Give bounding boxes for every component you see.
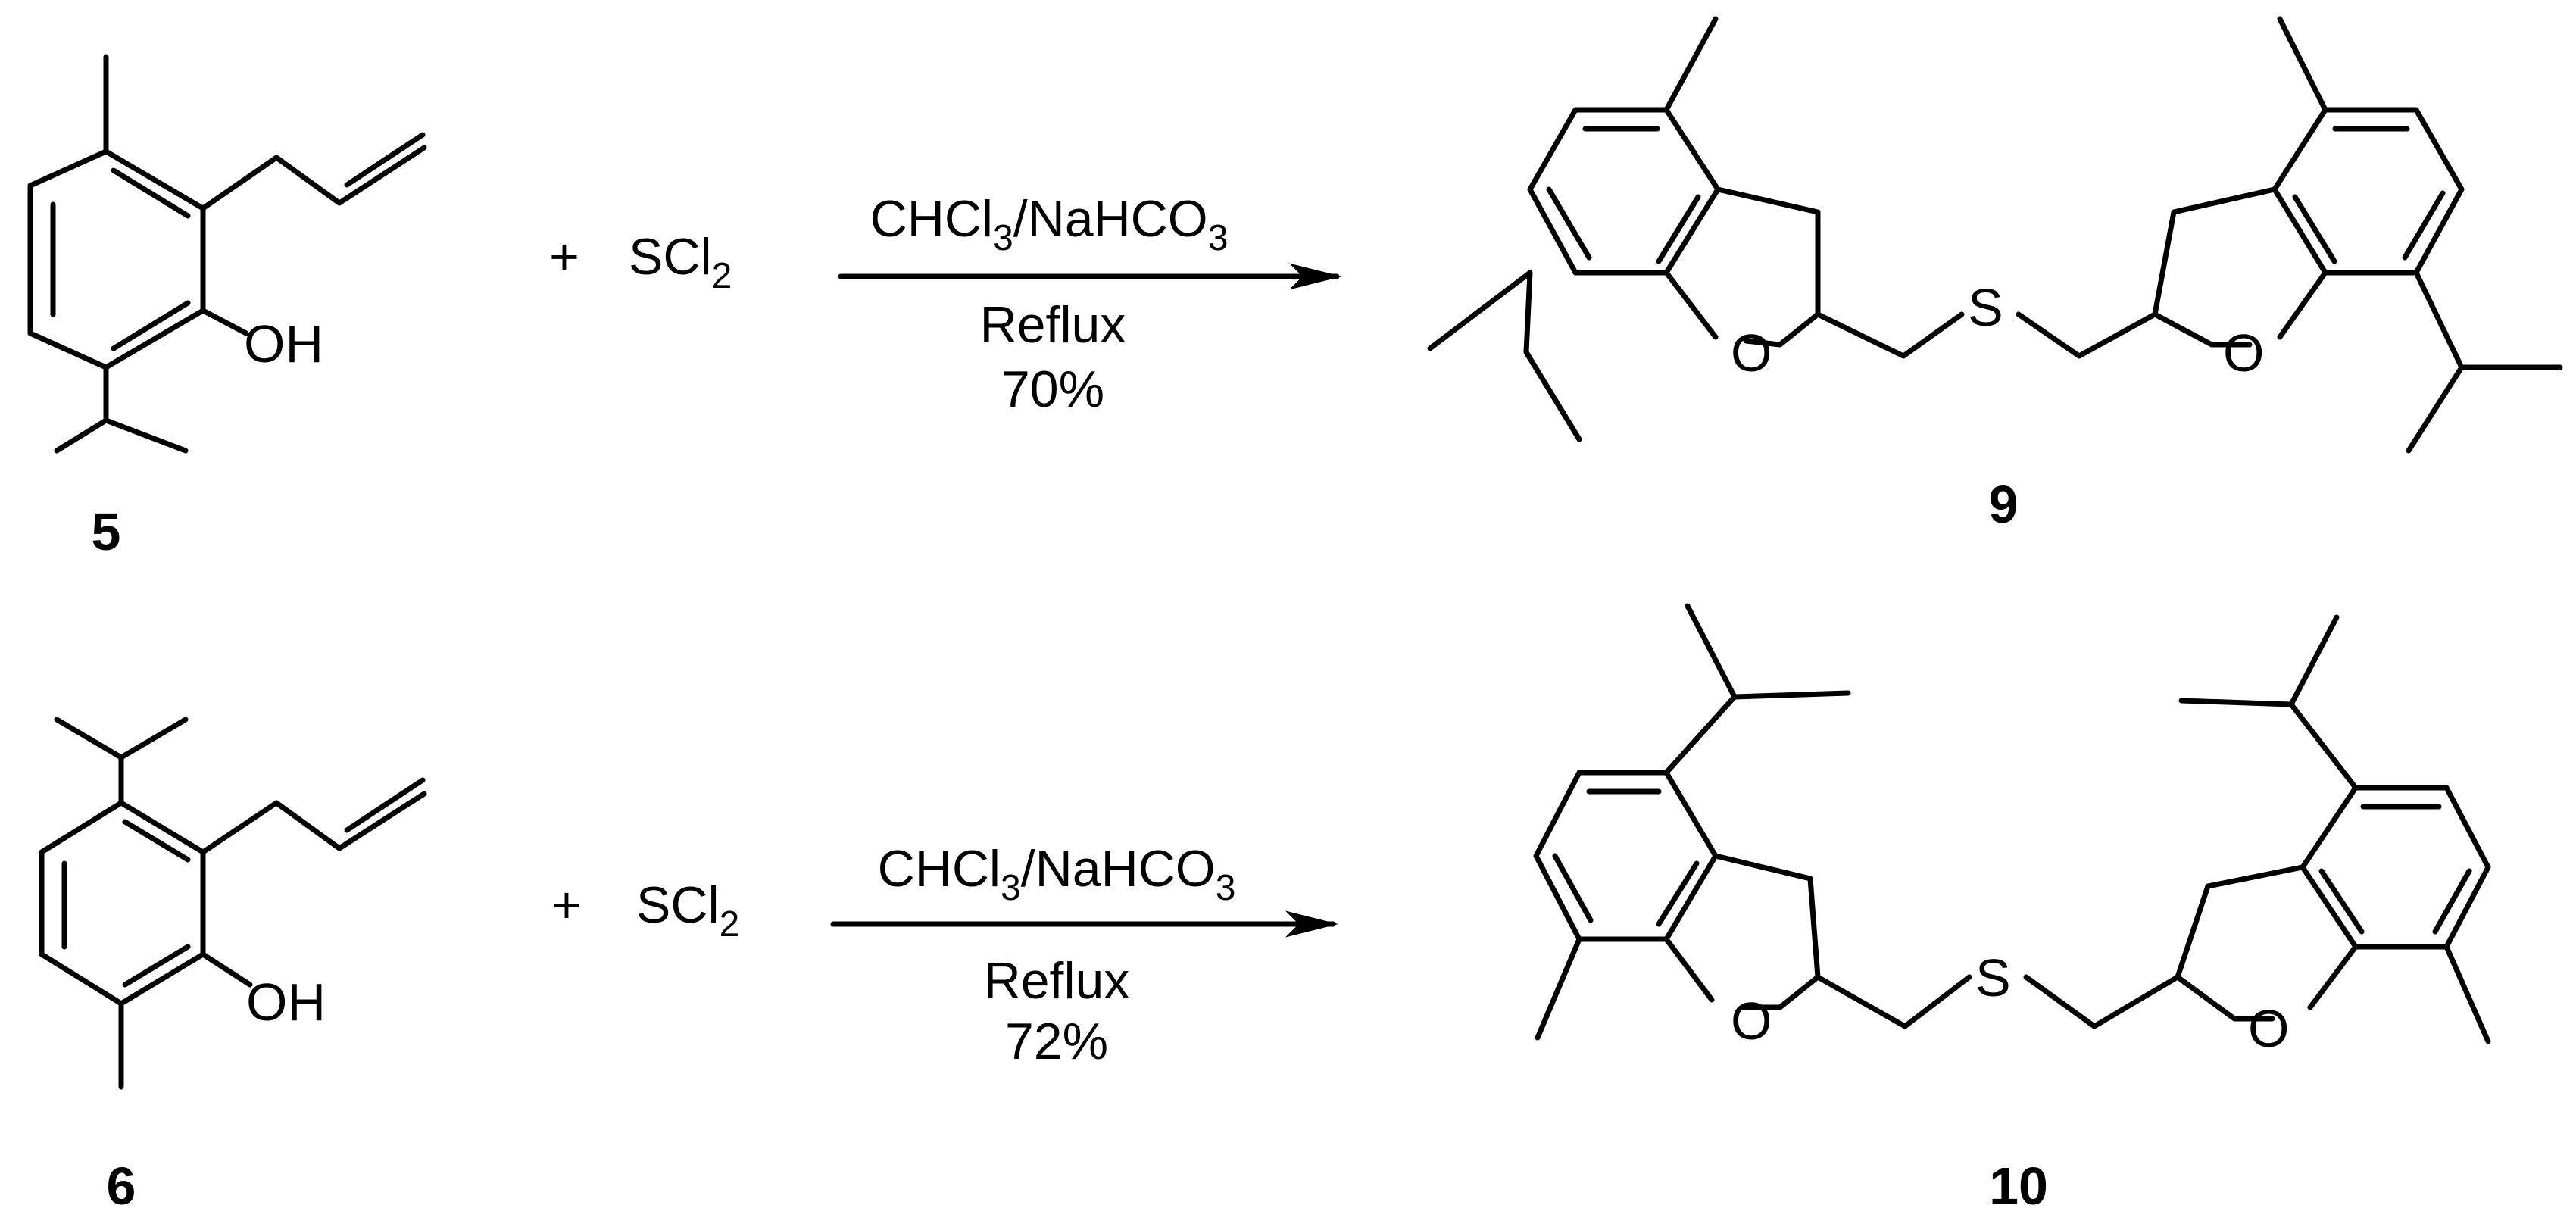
solvent-part: CHCl (870, 190, 993, 248)
ring-double-bonds (61, 819, 191, 988)
left-isopropyl-bonds (1663, 603, 1851, 776)
allyl-chain (200, 145, 427, 211)
ring-double-bonds (50, 167, 191, 351)
reaction-1: OH 5 + SCl2 CHCl3/NaHCO3 Reflux 70% O S (27, 16, 2563, 561)
solvent-part: /NaHCO (1013, 190, 1208, 248)
reaction-2: OH 6 + SCl2 CHCl3/NaHCO3 Reflux 72% O S (39, 603, 2491, 1216)
sulfur-label: S (1968, 278, 2003, 337)
left-ring-double-bonds (1546, 126, 1701, 264)
left-ring-double-bonds (1552, 788, 1700, 927)
reactant-6-structure: OH (39, 717, 427, 1090)
isopropyl-bonds (54, 717, 189, 806)
solvent-subscript: 3 (993, 218, 1013, 258)
conditions-reflux: Reflux (984, 952, 1130, 1010)
hydroxyl-label: OH (246, 973, 326, 1032)
right-ring-double-bonds (2318, 804, 2472, 935)
ring-bonds (27, 148, 206, 370)
compound-label-10: 10 (1989, 1157, 2048, 1216)
compound-label-6: 6 (107, 1157, 136, 1216)
right-ring-double-bonds (2292, 126, 2446, 264)
right-aromatic-ring (2272, 107, 2465, 276)
right-methyl-bond (2277, 16, 2328, 113)
oh-bond (200, 308, 249, 336)
left-oxygen-label: O (1731, 323, 1772, 382)
isopropyl-bonds (54, 364, 189, 454)
right-furan-bonds (2152, 186, 2328, 348)
conditions-solvent: CHCl3/NaHCO3 (870, 190, 1229, 258)
reagent-scl2: SCl2 (636, 876, 739, 944)
left-oxygen-label: O (1731, 991, 1772, 1051)
left-methyl-bond (1663, 16, 1719, 113)
left-aromatic-ring (1533, 770, 1719, 942)
left-furan-bonds (1663, 853, 1821, 1010)
reactant-5-structure: OH (27, 54, 427, 454)
allyl-double-bond (344, 777, 426, 833)
solvent-subscript: 3 (1216, 868, 1236, 908)
left-furan-bonds (1663, 186, 1821, 348)
right-furan-bonds (2175, 864, 2359, 1022)
left-ch2-s-chain (1815, 974, 2181, 1029)
right-isopropyl-bonds (2406, 270, 2563, 454)
right-aromatic-ring (2300, 785, 2491, 950)
solvent-subscript: 3 (1001, 868, 1021, 908)
reagent-subscript: 2 (712, 256, 732, 296)
left-isopropyl-bonds (1427, 270, 1582, 442)
conditions-reflux: Reflux (980, 296, 1126, 354)
reagent-subscript: 2 (720, 904, 740, 944)
reagent-main: SCl (629, 228, 712, 286)
product-10-structure: O S O (1533, 603, 2491, 1058)
reagent-main: SCl (636, 876, 720, 934)
product-9-structure: O S O (1427, 16, 2563, 454)
right-oxygen-label: O (2248, 999, 2289, 1058)
hydroxyl-label: OH (244, 314, 323, 373)
solvent-subscript: 3 (1208, 218, 1229, 258)
compound-label-5: 5 (92, 502, 121, 561)
plus-sign: + (551, 876, 582, 934)
allyl-double-bond (344, 132, 426, 188)
right-isopropyl-bonds (2178, 614, 2359, 791)
sulfur-label: S (1975, 948, 2011, 1007)
solvent-part: /NaHCO (1021, 840, 1216, 898)
conditions-solvent: CHCl3/NaHCO3 (878, 840, 1236, 908)
left-ch2-s-chain (1815, 311, 2158, 359)
reagent-scl2: SCl2 (629, 228, 732, 296)
oh-bond (200, 951, 253, 988)
plus-sign: + (549, 228, 579, 286)
left-methyl-bond (1535, 936, 1582, 1041)
right-methyl-bond (2443, 944, 2491, 1044)
conditions-yield: 70% (1001, 361, 1104, 418)
conditions-yield: 72% (1005, 1013, 1108, 1070)
compound-label-9: 9 (1989, 475, 2019, 534)
right-oxygen-label: O (2223, 323, 2264, 382)
allyl-chain (200, 791, 427, 855)
left-aromatic-ring (1527, 107, 1721, 276)
solvent-part: CHCl (878, 840, 1001, 898)
